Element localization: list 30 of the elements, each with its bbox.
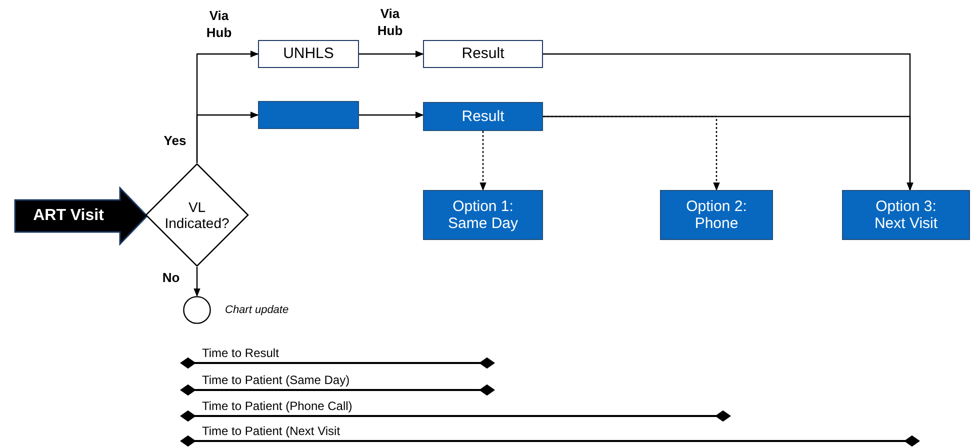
node-text: Option 1: Same Day: [446, 198, 520, 232]
process-box: [660, 190, 773, 240]
node-text: Option 2: Phone: [685, 198, 748, 232]
timeline-label: Time to Patient (Same Day): [202, 373, 350, 387]
node-text: Result: [462, 108, 504, 126]
process-box: [423, 40, 543, 68]
arrow: [196, 112, 259, 163]
arrow: [194, 267, 200, 297]
process-box: [258, 40, 359, 68]
dashed-arrow: [543, 116, 720, 191]
terminal-circle: [183, 296, 211, 324]
node-text: ART Visit: [33, 206, 104, 226]
process-box: [842, 190, 970, 240]
block-arrow: [15, 188, 147, 244]
node-text: Option 3: Next Visit: [873, 198, 939, 232]
arrow: [359, 50, 424, 58]
decision-diamond: [145, 163, 249, 267]
timeline-label: Time to Result: [202, 346, 279, 360]
timeline-label: Time to Patient (Phone Call): [202, 399, 352, 413]
arrow: [543, 116, 914, 191]
process-box: [423, 190, 543, 240]
node-caption: Chart update: [225, 304, 289, 316]
process-box: [423, 102, 543, 131]
dashed-arrow: [480, 131, 486, 191]
process-box: [258, 101, 359, 129]
arrow: [359, 112, 424, 118]
timeline-label: Time to Patient (Next Visit: [202, 424, 340, 438]
node-text: VL Indicated?: [164, 198, 230, 232]
node-text: Result: [462, 45, 504, 63]
node-text: UNHLS: [283, 45, 334, 63]
